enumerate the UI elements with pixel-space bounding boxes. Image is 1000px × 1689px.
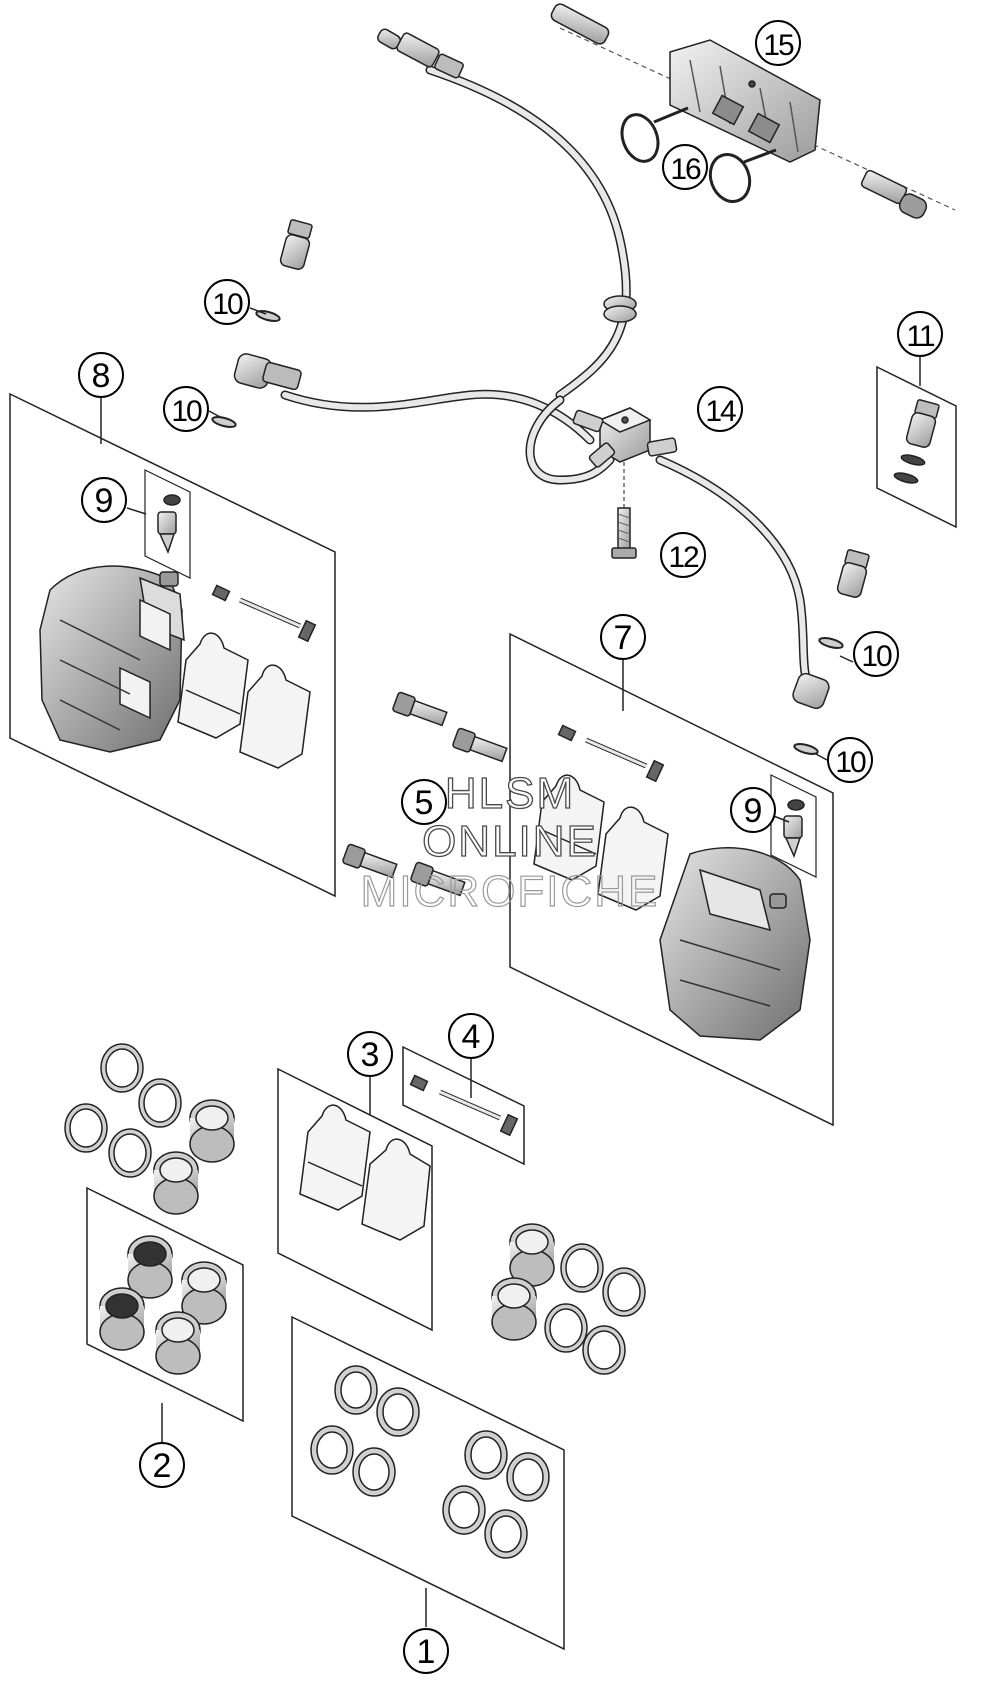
brake-lines — [280, 65, 815, 695]
svg-text:3: 3 — [361, 1036, 380, 1074]
svg-text:1: 1 — [417, 1633, 436, 1671]
callout-16: 16 — [662, 144, 708, 190]
callout-5: 5 — [401, 779, 447, 825]
callout-11: 11 — [897, 311, 943, 357]
box-3-brake-pads — [277, 1067, 433, 1332]
box-4-pin-kit — [402, 1045, 525, 1166]
watermark-line-1: HLSM — [445, 769, 575, 818]
callout-8: 8 — [78, 352, 124, 398]
box-8-caliper-left — [9, 392, 336, 898]
svg-text:9: 9 — [744, 792, 763, 830]
callout-2: 2 — [139, 1442, 185, 1488]
line-grommet — [603, 295, 637, 323]
callout-10-b: 10 — [163, 386, 209, 432]
svg-text:12: 12 — [668, 541, 699, 574]
callout-10-d: 10 — [827, 737, 873, 783]
hose-guide-assembly — [550, 3, 956, 219]
callout-3: 3 — [347, 1031, 393, 1077]
callout-15: 15 — [755, 20, 801, 66]
callout-1: 1 — [403, 1628, 449, 1674]
svg-text:10: 10 — [861, 640, 892, 673]
loose-rings-right — [491, 1223, 646, 1375]
svg-text:7: 7 — [614, 619, 633, 657]
box-1-seal-kit — [291, 1315, 565, 1651]
svg-text:5: 5 — [415, 784, 434, 822]
svg-text:10: 10 — [171, 395, 202, 428]
svg-text:14: 14 — [705, 395, 736, 428]
left-banjo-fitting — [233, 353, 302, 391]
svg-text:8: 8 — [92, 357, 111, 395]
callout-7: 7 — [600, 614, 646, 660]
box-2-pistons — [86, 1186, 244, 1423]
callout-10-c: 10 — [853, 631, 899, 677]
watermark: HLSM ONLINE MICROFICHE — [360, 768, 660, 916]
svg-text:2: 2 — [153, 1447, 172, 1485]
box-11 — [876, 365, 957, 529]
box-7-caliper-right — [509, 632, 834, 1127]
hose-top-connector — [377, 28, 464, 79]
washers — [211, 310, 844, 755]
watermark-line-2: ONLINE — [422, 817, 598, 866]
svg-text:11: 11 — [906, 320, 934, 353]
svg-text:16: 16 — [670, 153, 701, 186]
junction-bolt — [611, 507, 637, 559]
callout-4: 4 — [448, 1013, 494, 1059]
svg-text:15: 15 — [763, 29, 794, 62]
svg-text:9: 9 — [95, 482, 114, 520]
leader-lines — [100, 307, 921, 1627]
svg-text:4: 4 — [462, 1018, 481, 1056]
svg-text:10: 10 — [835, 746, 866, 779]
banjo-bolt-upper — [279, 219, 313, 270]
mounting-bolts — [342, 691, 508, 897]
banjo-bolt-right — [836, 549, 870, 598]
callout-14: 14 — [697, 386, 743, 432]
right-banjo-fitting — [792, 672, 830, 710]
callout-10-a: 10 — [204, 279, 250, 325]
watermark-line-3: MICROFICHE — [361, 867, 660, 916]
callout-9-left: 9 — [81, 477, 127, 523]
svg-text:10: 10 — [212, 288, 243, 321]
callout-9-right: 9 — [730, 787, 776, 833]
callout-12: 12 — [660, 532, 706, 578]
loose-rings-left — [64, 1043, 235, 1215]
callouts: 1 2 3 4 5 7 8 9 — [78, 20, 943, 1674]
t-junction-block — [572, 407, 678, 468]
